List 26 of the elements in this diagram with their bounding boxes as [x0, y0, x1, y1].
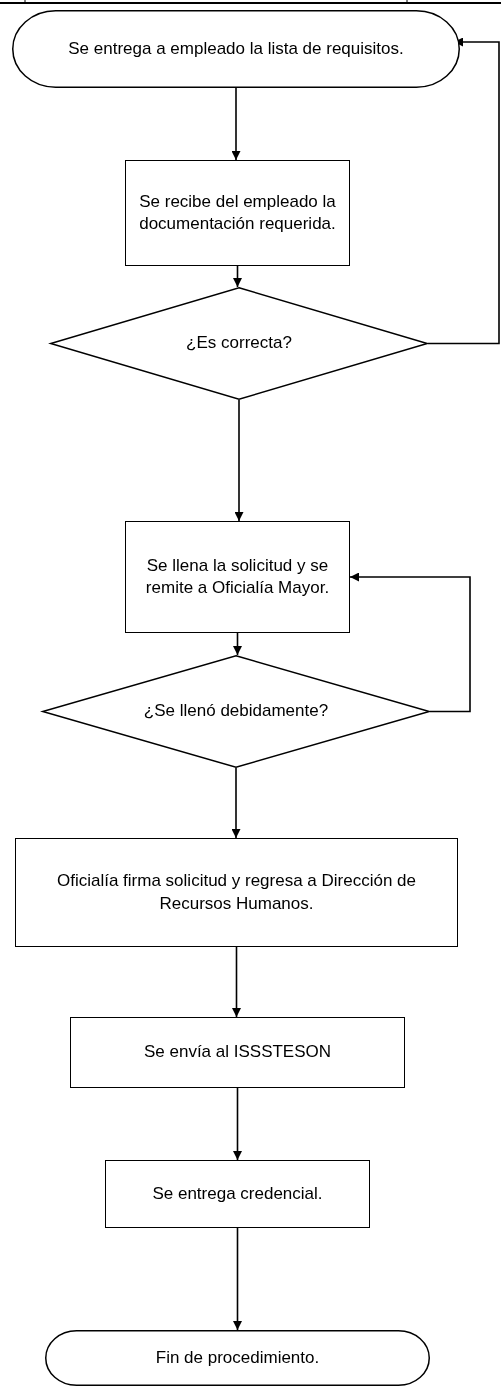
arrow: [427, 37, 500, 345]
process-box: [105, 1160, 370, 1228]
arrow: [231, 767, 241, 839]
arrow: [233, 1087, 242, 1161]
step-text: Fin de procedimiento.: [154, 1346, 321, 1369]
step-text: ¿Se llenó debidamente?: [142, 700, 330, 723]
arrow: [233, 632, 242, 656]
arrow: [234, 399, 244, 522]
step-text: Se llena la solicitud y se remite a Oficialía Mayor.: [144, 554, 331, 599]
arrow: [233, 1227, 242, 1331]
step-text: Oficialía firma solicitud y regresa a Dirección de Recursos Humanos.: [56, 870, 417, 915]
process-box: [70, 1017, 405, 1088]
step-text: Se entrega a empleado la lista de requisitos.: [67, 37, 405, 60]
arrow: [231, 87, 241, 161]
decision-diamond: [50, 287, 428, 400]
process-box: [15, 838, 458, 947]
process-box: [125, 160, 350, 266]
arrow: [232, 946, 241, 1018]
step-text: Se envía al ISSSTESON: [142, 1041, 333, 1064]
step-text: Se entrega credencial.: [151, 1182, 324, 1205]
step-text: ¿Es correcta?: [185, 332, 293, 355]
arrow: [349, 572, 471, 713]
arrow: [233, 265, 242, 288]
process-box: [125, 521, 350, 633]
decision-diamond: [42, 655, 430, 768]
step-text: Se recibe del empleado la documentación requerida.: [138, 190, 337, 235]
